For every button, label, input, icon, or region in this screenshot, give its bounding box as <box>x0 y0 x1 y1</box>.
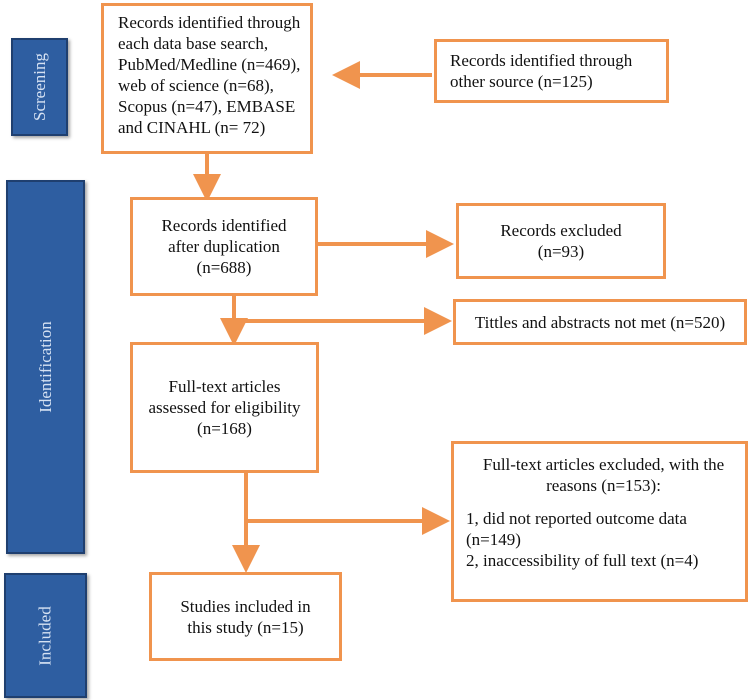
full-text-excluded-reason-2: 2, inaccessibility of full text (n=4) <box>466 551 699 570</box>
database-search-line-3: PubMed/Medline (n=469), <box>118 55 301 74</box>
database-search-line-2: each data base search, <box>118 34 269 53</box>
phase-included: Included <box>4 573 87 698</box>
other-source-line-1: Records identified through <box>450 51 633 70</box>
after-duplication-line-3: (n=688) <box>196 258 252 277</box>
after-duplication-line-1: Records identified <box>161 216 287 235</box>
full-text-assessed-line-1: Full-text articles <box>168 377 281 396</box>
other-source-line-2: other source (n=125) <box>450 72 593 91</box>
database-search-line-5: Scopus (n=47), EMBASE <box>118 97 296 116</box>
phase-included-label: Included <box>35 605 55 666</box>
titles-abstracts-box: Tittles and abstracts not met (n=520) <box>453 299 747 345</box>
records-excluded-line-2: (n=93) <box>537 242 585 261</box>
database-search-line-1: Records identified through <box>118 13 301 32</box>
full-text-excluded-header-line-1: Full-text articles excluded, with the <box>482 455 725 474</box>
studies-included-line-1: Studies included in <box>180 596 311 616</box>
other-source-box: Records identified through other source … <box>434 39 669 103</box>
phase-screening: Screening <box>11 38 68 136</box>
full-text-assessed-line-3: (n=168) <box>197 419 252 438</box>
full-text-excluded-reason-1: 1, did not reported outcome data <box>466 509 687 528</box>
full-text-excluded-box: Full-text articles excluded, with the re… <box>451 441 748 602</box>
phase-screening-label: Screening <box>29 53 49 121</box>
full-text-assessed-line-2: assessed for eligibility <box>148 398 301 417</box>
studies-included-line-2: this study (n=15) <box>187 617 304 637</box>
full-text-assessed-box: Full-text articles assessed for eligibil… <box>130 342 319 473</box>
records-excluded-box: Records excluded (n=93) <box>456 203 666 279</box>
records-excluded-line-1: Records excluded <box>500 221 622 240</box>
phase-identification-label: Identification <box>35 321 55 413</box>
full-text-excluded-reason-1-count: (n=149) <box>466 530 521 549</box>
database-search-line-4: web of science (n=68), <box>118 76 274 95</box>
database-search-line-6: and CINAHL (n= 72) <box>118 118 266 137</box>
full-text-excluded-header-line-2: reasons (n=153): <box>546 476 661 495</box>
studies-included-box: Studies included in this study (n=15) <box>149 572 342 661</box>
titles-abstracts-line-1: Tittles and abstracts not met (n=520) <box>474 312 726 332</box>
phase-identification: Identification <box>6 180 85 554</box>
after-duplication-line-2: after duplication <box>168 237 280 256</box>
full-text-excluded-header: Full-text articles excluded, with the re… <box>466 454 741 496</box>
after-duplication-box: Records identified after duplication (n=… <box>130 197 318 296</box>
database-search-box: Records identified through each data bas… <box>101 3 313 154</box>
